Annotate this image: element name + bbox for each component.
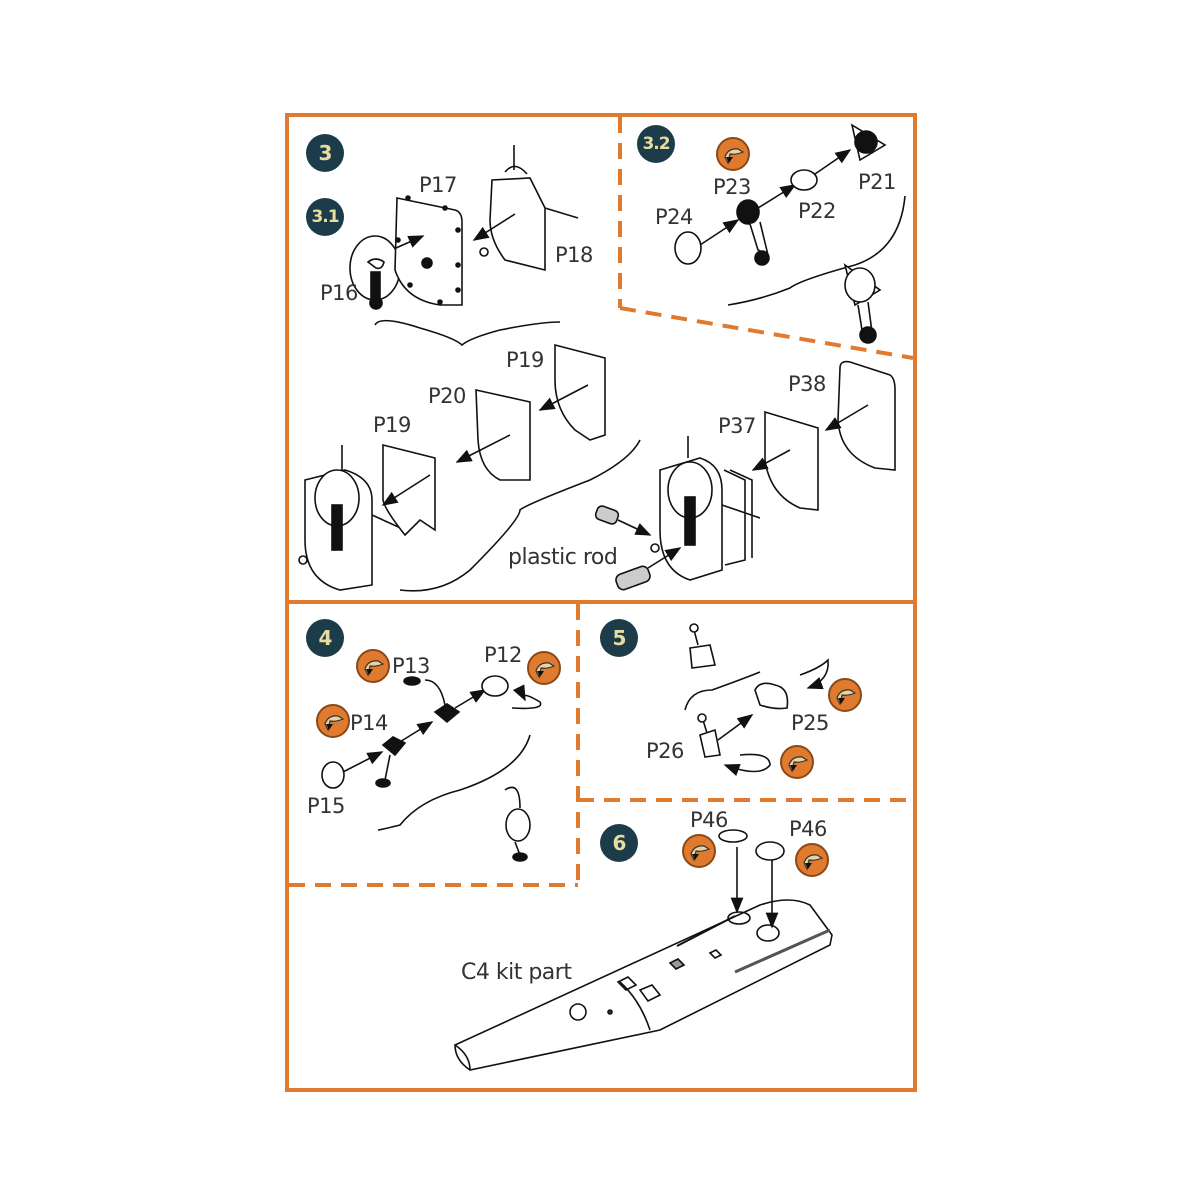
part-label-p17: P17 bbox=[419, 173, 457, 197]
part-label-p38: P38 bbox=[788, 372, 826, 396]
part-label-p20: P20 bbox=[428, 384, 466, 408]
glue-icon bbox=[316, 704, 350, 738]
part-label-p37: P37 bbox=[718, 414, 756, 438]
step-3-1-badge: 3.1 bbox=[306, 198, 344, 236]
step-5-badge: 5 bbox=[600, 619, 638, 657]
glue-icon bbox=[795, 843, 829, 877]
part-label-p15: P15 bbox=[307, 794, 345, 818]
step-3-badge: 3 bbox=[306, 134, 344, 172]
part-label-p14: P14 bbox=[350, 711, 388, 735]
part-label-p19-top: P19 bbox=[506, 348, 544, 372]
part-label-p23: P23 bbox=[713, 175, 751, 199]
part-label-p21: P21 bbox=[858, 170, 896, 194]
glue-icon bbox=[828, 678, 862, 712]
kit-part-label: C4 kit part bbox=[461, 960, 572, 985]
glue-icon bbox=[780, 745, 814, 779]
step-3-2-badge: 3.2 bbox=[637, 125, 675, 163]
part-label-p46-right: P46 bbox=[789, 817, 827, 841]
part-label-p12: P12 bbox=[484, 643, 522, 667]
part-label-p13: P13 bbox=[392, 654, 430, 678]
glue-icon bbox=[527, 651, 561, 685]
part-label-p16: P16 bbox=[320, 281, 358, 305]
part-label-p19-bottom: P19 bbox=[373, 413, 411, 437]
glue-icon bbox=[716, 137, 750, 171]
plastic-rod-label: plastic rod bbox=[508, 545, 618, 570]
glue-icon bbox=[356, 649, 390, 683]
part-label-p26: P26 bbox=[646, 739, 684, 763]
step-6-badge: 6 bbox=[600, 824, 638, 862]
part-label-p18: P18 bbox=[555, 243, 593, 267]
step-4-badge: 4 bbox=[306, 619, 344, 657]
part-label-p24: P24 bbox=[655, 205, 693, 229]
part-label-p22: P22 bbox=[798, 199, 836, 223]
part-label-p46-left: P46 bbox=[690, 808, 728, 832]
glue-icon bbox=[682, 834, 716, 868]
part-label-p25: P25 bbox=[791, 711, 829, 735]
